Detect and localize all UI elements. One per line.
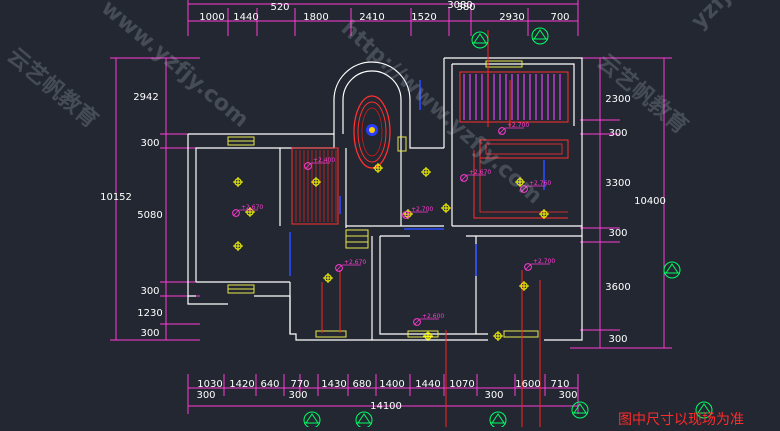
bottom-dim-11: 710	[550, 379, 569, 390]
dimension-lines	[110, 0, 672, 414]
windows	[227, 60, 539, 338]
downlight-icon	[423, 331, 433, 341]
watermark-3: http://www.yzfjy.com	[336, 16, 547, 209]
level-label: +2.760	[529, 180, 551, 187]
section-marker-icon	[355, 411, 373, 429]
watermark-5: yzfjy.com	[687, 0, 780, 34]
left-dim-total: 10152	[100, 192, 132, 203]
top-dim-6: 2410	[359, 12, 384, 23]
downlight-icon	[245, 207, 255, 217]
right-dim-5: 3600	[605, 282, 630, 293]
top-dim-2: 3080	[447, 0, 472, 11]
door-openings	[289, 80, 545, 276]
section-marker-icon	[663, 261, 681, 279]
top-dim-8: 380	[456, 2, 475, 13]
bottom-dim-9: 1070	[449, 379, 474, 390]
bottom-dim-14: 300	[484, 390, 503, 401]
section-marker-icon	[489, 411, 507, 429]
right-dim-1: 2300	[605, 94, 630, 105]
downlight-icon	[373, 163, 383, 173]
downlight-icon	[421, 167, 431, 177]
top-dim-4: 1440	[233, 12, 258, 23]
section-marker-icon	[531, 27, 549, 45]
level-marker: +2.400	[304, 157, 335, 170]
bottom-dim-12: 300	[196, 390, 215, 401]
section-marker-icon	[571, 401, 589, 419]
level-marker: +2.700	[402, 206, 433, 219]
right-dim-total: 10400	[634, 196, 666, 207]
light-fixtures	[233, 163, 549, 341]
right-dim-3: 3300	[605, 178, 630, 189]
watermark-1: www.yzfjy.com	[96, 0, 253, 133]
level-marker: +2.760	[520, 180, 551, 193]
section-marker-icon	[471, 31, 489, 49]
bottom-dim-4: 770	[290, 379, 309, 390]
bottom-dim-3: 640	[260, 379, 279, 390]
watermark-layer: www.yzfjy.com 云艺帆教育 http://www.yzfjy.com…	[2, 0, 780, 209]
top-dim-5: 1800	[303, 12, 328, 23]
left-dim-6: 300	[140, 328, 159, 339]
level-marker: +2.700	[524, 258, 555, 271]
bottom-dim-13: 300	[288, 390, 307, 401]
right-dim-6: 300	[608, 334, 627, 345]
ceiling-medallion-icon	[366, 124, 378, 136]
right-dim-4: 300	[608, 228, 627, 239]
walls	[187, 57, 583, 341]
top-dim-3: 1000	[199, 12, 224, 23]
left-dim-2: 300	[140, 138, 159, 149]
level-marker: +2.670	[232, 204, 263, 217]
bottom-dim-6: 680	[352, 379, 371, 390]
downlight-icon	[519, 281, 529, 291]
drawing-note: 图中尺寸以现场为准	[618, 412, 744, 427]
top-dim-7: 1520	[411, 12, 436, 23]
bottom-dim-15: 300	[558, 390, 577, 401]
bottom-dim-2: 1420	[229, 379, 254, 390]
top-dim-10: 700	[550, 12, 569, 23]
section-marker-icon	[695, 401, 713, 419]
bottom-dim-5: 1430	[321, 379, 346, 390]
watermark-2: 云艺帆教育	[2, 43, 103, 134]
level-label: +2.670	[469, 169, 491, 176]
level-label: +2.700	[533, 258, 555, 265]
level-label: +2.700	[411, 206, 433, 213]
downlight-icon	[441, 203, 451, 213]
top-dim-9: 2930	[499, 12, 524, 23]
downlight-icon	[311, 177, 321, 187]
level-marker: +2.670	[335, 259, 366, 272]
section-symbols	[303, 27, 713, 429]
right-dim-2: 300	[608, 128, 627, 139]
bottom-dim-7: 1400	[379, 379, 404, 390]
left-dim-5: 1230	[137, 308, 162, 319]
downlight-icon	[539, 209, 549, 219]
left-dim-4: 300	[140, 286, 159, 297]
downlight-icon	[493, 331, 503, 341]
level-marker: +2.700	[498, 122, 529, 135]
left-dim-3: 5080	[137, 210, 162, 221]
bottom-dim-1: 1030	[197, 379, 222, 390]
downlight-icon	[323, 273, 333, 283]
downlight-icon	[515, 177, 525, 187]
level-label: +2.670	[241, 204, 263, 211]
top-dim-1: 520	[270, 2, 289, 13]
bottom-dim-10: 1600	[515, 379, 540, 390]
level-label: +2.670	[344, 259, 366, 266]
level-label: +2.400	[313, 157, 335, 164]
level-marker: +2.600	[413, 313, 444, 326]
bottom-dim-total: 14100	[370, 401, 402, 412]
left-dim-1: 2942	[133, 92, 158, 103]
level-label: +2.700	[507, 122, 529, 129]
downlight-icon	[233, 241, 243, 251]
section-marker-icon	[303, 411, 321, 429]
level-marker: +2.670	[460, 169, 491, 182]
dimension-text: 520 3080 1000 1440 1800 2410 1520 380 29…	[100, 0, 666, 412]
level-label: +2.600	[422, 313, 444, 320]
level-markers: +2.400 +2.670 +2.700 +2.670 +2.600 +2.670 +2.7…	[232, 122, 555, 326]
downlight-icon	[233, 177, 243, 187]
bottom-dim-8: 1440	[415, 379, 440, 390]
